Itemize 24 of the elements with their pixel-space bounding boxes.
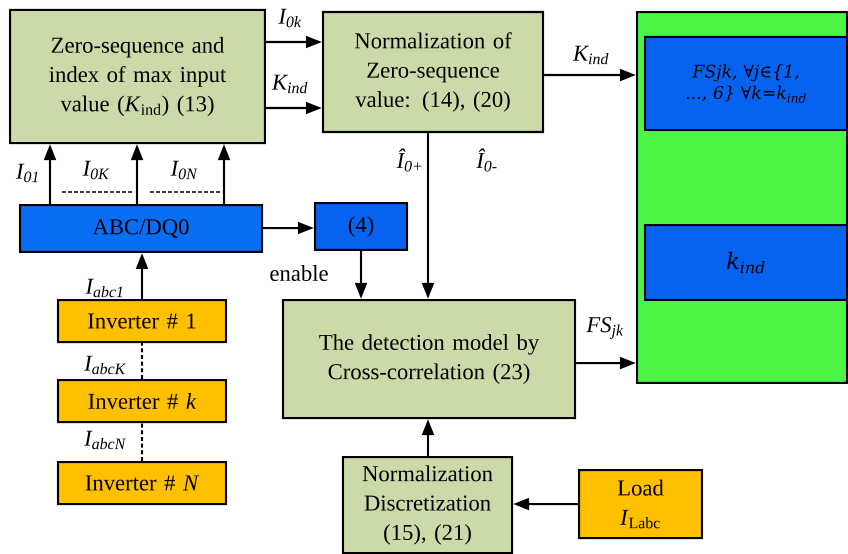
- edge-label: Î$_{0+}$: [396, 148, 422, 172]
- edge-label: I$_{01}$: [16, 164, 38, 182]
- edge-label: I$_{0K}$: [82, 160, 110, 180]
- process-box: The detection model by Cross-correlation (23): [282, 298, 576, 420]
- edge-label: FS$_{jk}$: [586, 317, 624, 339]
- edge-label: I$_{abc1}$: [85, 278, 122, 298]
- transform-box: ABC/DQ0: [18, 204, 264, 254]
- inverter-box: Inverter # k: [56, 378, 228, 424]
- output-box: FSjk, ∀j∈{1, ..., 6} ∀k=k$_{ind}$: [644, 36, 848, 132]
- edge-label: I$_{abcK}$: [84, 356, 126, 374]
- edge-label: K$_{ind}$: [572, 46, 608, 64]
- edge-label: I$_{0k}$: [278, 8, 302, 28]
- inverter-box: Inverter # 1: [56, 298, 228, 344]
- process-box: Normalization of Zero-sequence value: (14), (20): [322, 10, 544, 134]
- edge-label: I$_{abcN}$: [84, 430, 126, 450]
- process-box: Zero-sequence and index of max input value (K$_{ind}$) (13): [8, 8, 266, 144]
- edge-label: enable: [270, 265, 328, 281]
- edge-label: I$_{0N}$: [170, 160, 198, 180]
- process-box: Normalization Discretization (15), (21): [342, 456, 514, 554]
- load-box: Load I$_{Labc}$: [578, 468, 704, 540]
- equation-box: (4): [314, 202, 408, 252]
- inverter-box: Inverter # N: [56, 460, 228, 506]
- output-box: k$_{ind}$: [644, 224, 848, 302]
- edge-label: K$_{ind}$: [272, 74, 308, 94]
